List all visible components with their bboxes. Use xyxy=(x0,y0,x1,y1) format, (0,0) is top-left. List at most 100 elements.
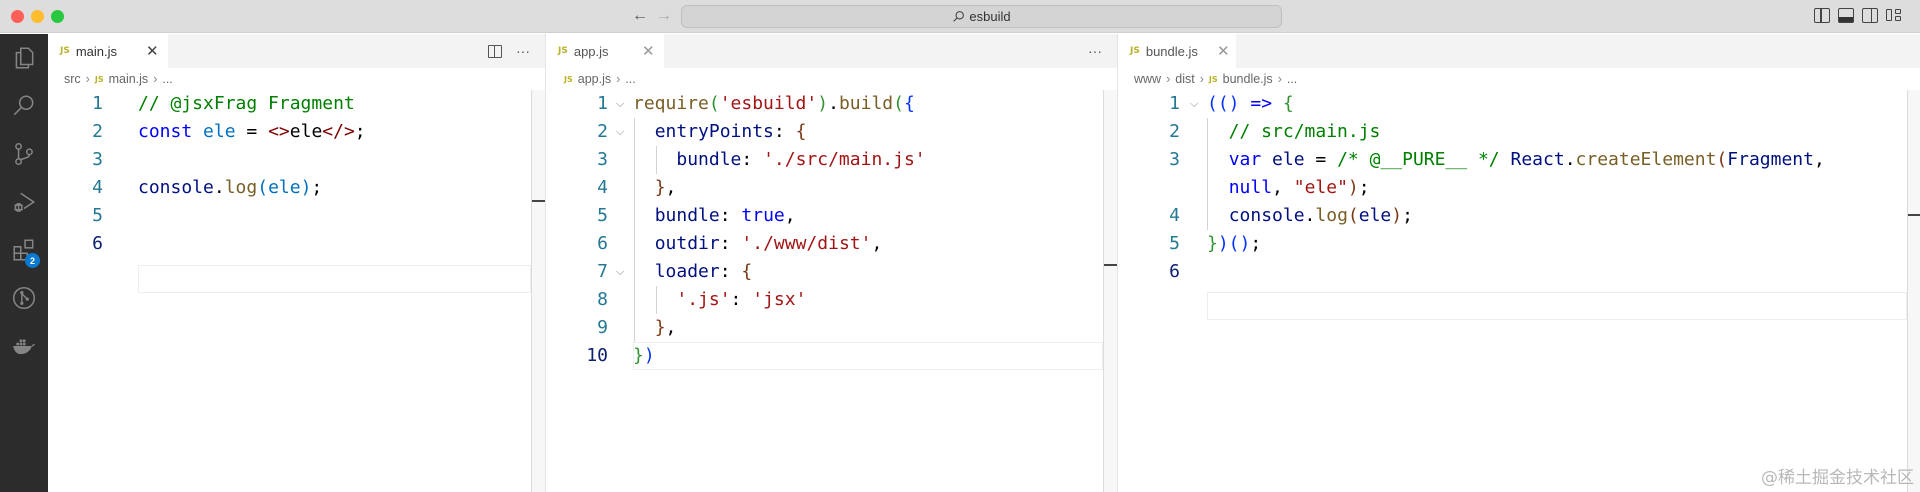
line-number: 1 xyxy=(597,93,608,114)
code-editor[interactable]: 1 2 3 4 5 6 ⌵ (() => { // src/main.js va… xyxy=(1118,90,1920,492)
breadcrumb-item[interactable]: dist xyxy=(1175,72,1195,86)
editor-group-bundle-js: JS bundle.js ✕ www › dist › JS bundle.js… xyxy=(1117,34,1920,492)
line-number: 3 xyxy=(92,149,103,170)
layout-controls xyxy=(1814,8,1902,23)
files-icon xyxy=(15,47,34,69)
code-editor[interactable]: 1 2 3 4 5 6 // @jsxFrag Fragment const e… xyxy=(48,90,546,492)
watermark: @稀土掘金技术社区 xyxy=(1761,468,1914,488)
js-file-icon: JS xyxy=(1208,74,1218,84)
breadcrumb: www › dist › JS bundle.js › ... xyxy=(1134,68,1297,90)
maximize-window-button[interactable] xyxy=(51,10,64,23)
code-editor[interactable]: 1 2 3 4 5 6 7 8 9 10 ⌵ ⌵ ⌵ require('esbu… xyxy=(546,90,1118,492)
js-file-icon: JS xyxy=(1130,46,1140,56)
git-graph-icon xyxy=(12,286,36,310)
tab-bar: JS bundle.js ✕ xyxy=(1118,34,1920,68)
js-file-icon: JS xyxy=(564,74,573,84)
breadcrumb-item[interactable]: www xyxy=(1134,72,1162,86)
current-line-highlight xyxy=(1207,292,1907,320)
code-line: }) xyxy=(633,345,655,366)
tab-main-js[interactable]: JS main.js ✕ xyxy=(48,34,168,68)
breadcrumb-item[interactable]: bundle.js xyxy=(1222,72,1273,86)
chevron-right-icon: › xyxy=(153,72,158,86)
docker-icon xyxy=(13,339,35,355)
line-number: 5 xyxy=(1169,233,1180,254)
breadcrumb-item[interactable]: src xyxy=(64,72,81,86)
activity-search[interactable] xyxy=(0,82,48,130)
vertical-scrollbar[interactable] xyxy=(1907,90,1920,492)
breadcrumb-item[interactable]: ... xyxy=(162,72,173,86)
fold-chevron-icon[interactable]: ⌵ xyxy=(616,126,625,138)
more-actions-icon[interactable]: ··· xyxy=(1088,43,1102,59)
activity-extensions[interactable]: 2 xyxy=(0,226,48,274)
indent-guide xyxy=(1207,118,1208,230)
chevron-right-icon: › xyxy=(616,72,621,86)
search-icon xyxy=(953,11,965,22)
more-actions-icon[interactable]: ··· xyxy=(516,43,530,59)
code-line: console.log(ele); xyxy=(1228,205,1413,226)
current-line-highlight xyxy=(138,265,531,293)
close-tab-icon[interactable]: ✕ xyxy=(146,43,159,60)
line-number: 5 xyxy=(597,205,608,226)
close-window-button[interactable] xyxy=(11,10,24,23)
tab-bar: JS main.js ✕ ··· xyxy=(48,34,545,68)
toggle-panel-icon[interactable] xyxy=(1838,8,1854,23)
breadcrumb-item[interactable]: main.js xyxy=(108,72,149,86)
activity-source-control[interactable] xyxy=(0,130,48,178)
command-center-search[interactable]: esbuild xyxy=(681,5,1282,28)
line-number: 6 xyxy=(597,233,608,254)
vertical-scrollbar[interactable] xyxy=(1103,90,1118,492)
breadcrumb-item[interactable]: ... xyxy=(625,72,636,86)
fold-chevron-icon[interactable]: ⌵ xyxy=(616,98,625,110)
search-icon xyxy=(13,95,34,116)
code-line: null, "ele"); xyxy=(1228,177,1370,198)
code-line: '.js': 'jsx' xyxy=(676,289,807,310)
close-tab-icon[interactable]: ✕ xyxy=(1217,43,1230,60)
code-line: (() => { xyxy=(1207,93,1294,114)
breadcrumb-item[interactable]: app.js xyxy=(577,72,612,86)
cursor-position-marker xyxy=(1908,214,1920,216)
activity-docker[interactable] xyxy=(0,322,48,370)
indent-guide xyxy=(634,118,635,342)
code-line: bundle: './src/main.js' xyxy=(676,149,926,170)
tab-label: bundle.js xyxy=(1145,43,1198,59)
code-line: console.log(ele); xyxy=(138,177,323,198)
back-arrow-icon[interactable]: ← xyxy=(632,7,648,24)
activity-run-debug[interactable] xyxy=(0,178,48,226)
toggle-primary-sidebar-icon[interactable] xyxy=(1814,8,1830,23)
close-tab-icon[interactable]: ✕ xyxy=(642,43,655,60)
breadcrumb-item[interactable]: ... xyxy=(1286,72,1298,86)
fold-chevron-icon[interactable]: ⌵ xyxy=(616,266,625,278)
editor-group-main-js: JS main.js ✕ ··· src › JS main.js › ... … xyxy=(48,34,546,492)
line-number: 5 xyxy=(92,205,103,226)
code-line: entryPoints: { xyxy=(654,121,807,142)
chevron-right-icon: › xyxy=(1166,72,1171,86)
code-line: bundle: true, xyxy=(654,205,796,226)
vertical-scrollbar[interactable] xyxy=(531,90,546,492)
minimize-window-button[interactable] xyxy=(31,10,44,23)
activity-explorer[interactable] xyxy=(0,34,48,82)
extensions-icon xyxy=(13,239,34,261)
chevron-right-icon: › xyxy=(85,72,90,86)
tab-app-js[interactable]: JS app.js ✕ xyxy=(546,34,664,68)
tab-bundle-js[interactable]: JS bundle.js ✕ xyxy=(1118,34,1236,68)
line-number: 3 xyxy=(1169,149,1180,170)
fold-chevron-icon[interactable]: ⌵ xyxy=(1190,98,1199,110)
forward-arrow-icon[interactable]: → xyxy=(656,7,672,24)
code-line: var ele = /* @__PURE__ */ React.createEl… xyxy=(1228,149,1825,170)
editor-group-app-js: JS app.js ✕ ··· JS app.js › ... 1 2 3 4 … xyxy=(545,34,1118,492)
split-editor-icon[interactable] xyxy=(488,44,502,58)
customize-layout-icon[interactable] xyxy=(1886,8,1902,23)
breadcrumb: JS app.js › ... xyxy=(564,68,636,90)
line-number: 2 xyxy=(597,121,608,142)
activity-git-graph[interactable] xyxy=(0,274,48,322)
js-file-icon: JS xyxy=(558,46,568,56)
line-number: 4 xyxy=(597,177,608,198)
code-line: loader: { xyxy=(654,261,753,282)
line-number: 1 xyxy=(92,93,103,114)
line-number: 7 xyxy=(597,261,608,282)
toggle-secondary-sidebar-icon[interactable] xyxy=(1862,8,1878,23)
search-text: esbuild xyxy=(969,9,1011,24)
activity-bar: 2 xyxy=(0,34,48,492)
line-number: 9 xyxy=(597,317,608,338)
js-file-icon: JS xyxy=(60,46,70,56)
